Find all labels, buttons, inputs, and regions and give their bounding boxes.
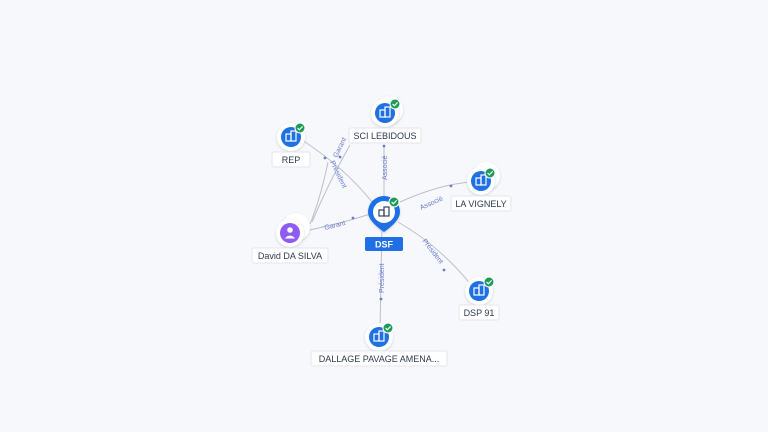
- edge-arrow: [379, 297, 383, 301]
- check-mark: [391, 199, 398, 205]
- edge-label-sci: Associé: [382, 155, 389, 180]
- node-david-da-silva[interactable]: David DA SILVA: [251, 213, 329, 264]
- verified-icon: [388, 196, 400, 208]
- edge-arrow: [323, 156, 327, 160]
- node-label-box: [348, 127, 422, 144]
- edge-david-sci: [311, 144, 351, 223]
- node-rep[interactable]: REP: [271, 122, 311, 168]
- building-icon: [285, 130, 297, 142]
- check-mark: [392, 101, 399, 107]
- person-icon: [284, 227, 296, 239]
- node-label-box: [271, 151, 311, 168]
- node-label: DALLAGE PAVAGE AMENA...: [319, 354, 440, 364]
- check-mark: [486, 279, 493, 285]
- edge-arrow: [382, 144, 386, 148]
- edge-label-rep-a: Président: [328, 160, 347, 190]
- node-label-box: [458, 304, 500, 321]
- edge-label-vignely: Associé: [419, 195, 444, 211]
- verified-icon: [382, 322, 394, 334]
- node-label-box: [251, 247, 329, 264]
- building-icon: [373, 330, 385, 342]
- edges: Associé Associé Président Président Gara…: [299, 137, 473, 331]
- node-label: DSP 91: [464, 308, 495, 318]
- building-icon: [473, 284, 485, 296]
- node-label-box: [450, 195, 512, 212]
- check-mark: [487, 170, 494, 176]
- edge-rep-dsf: [301, 139, 373, 203]
- edge-arrow: [442, 268, 446, 272]
- edge-label-david: Garant: [324, 220, 347, 232]
- node-label-box: [310, 350, 448, 367]
- node-label: REP: [282, 155, 301, 165]
- verified-icon: [294, 122, 306, 134]
- building-icon: [475, 174, 487, 186]
- edge-label-dallage: Président: [379, 263, 386, 293]
- edge-arrow: [449, 184, 453, 188]
- node-label: SCI LEBIDOUS: [353, 131, 416, 141]
- building-icon: [378, 206, 390, 217]
- edge-dsf-dsp91: [397, 221, 473, 287]
- edge-arrow: [338, 155, 342, 159]
- building-icon: [379, 106, 391, 118]
- edge-label-rep-b: Garant: [333, 137, 349, 159]
- node-la-vignely[interactable]: LA VIGNELY: [450, 162, 512, 212]
- check-mark: [297, 125, 304, 131]
- node-sci-lebidous[interactable]: SCI LEBIDOUS: [348, 96, 422, 144]
- node-fill: [280, 223, 300, 243]
- center-label: DSF: [375, 240, 394, 250]
- edge-david-rep: [309, 161, 329, 225]
- check-mark: [385, 325, 392, 331]
- node-label: LA VIGNELY: [455, 199, 506, 209]
- node-dallage-pavage[interactable]: DALLAGE PAVAGE AMENA...: [310, 322, 448, 367]
- verified-icon: [389, 98, 401, 110]
- edge-arrow: [351, 216, 355, 220]
- node-dsf-center[interactable]: DSF: [365, 196, 403, 251]
- edge-dsf-vignely: [399, 181, 473, 203]
- node-label: David DA SILVA: [258, 251, 322, 261]
- verified-icon: [483, 276, 495, 288]
- edge-label-dsp91: Président: [420, 238, 444, 266]
- center-label-box: [365, 237, 403, 251]
- node-dsp-91[interactable]: DSP 91: [458, 276, 500, 321]
- verified-icon: [484, 167, 496, 179]
